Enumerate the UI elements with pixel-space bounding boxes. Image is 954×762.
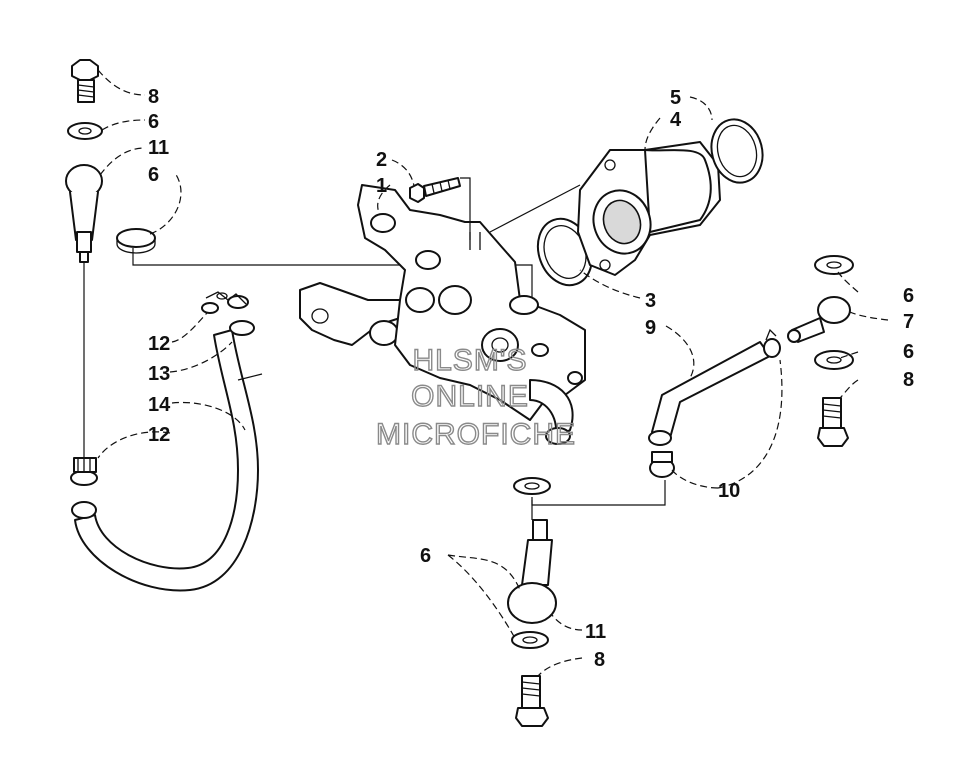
callout-6-bottom: 6 xyxy=(420,545,431,567)
callout-11-bottom: 11 xyxy=(585,621,606,643)
hose-clamp-lower xyxy=(70,457,98,486)
callouts: 8 6 11 6 12 13 14 12 2 1 3 5 4 9 6 7 6 8… xyxy=(148,86,914,671)
pump-housing-4 xyxy=(577,141,721,276)
clamp-10-lower xyxy=(649,451,675,478)
callout-5: 5 xyxy=(670,87,681,109)
oil-pump-body xyxy=(357,184,586,445)
callout-14: 14 xyxy=(148,394,171,416)
watermark-line-3: MICROFICHE xyxy=(376,418,576,451)
breather-hose-9 xyxy=(648,341,771,446)
callout-6-top: 6 xyxy=(148,111,159,133)
washer-top-left xyxy=(67,122,103,140)
callout-1: 1 xyxy=(376,175,387,197)
callout-8-top: 8 xyxy=(148,86,159,108)
screw-2 xyxy=(409,177,461,203)
callout-2: 2 xyxy=(376,149,387,171)
callout-6-right-top: 6 xyxy=(903,285,914,307)
washer-bottom-upper xyxy=(513,477,551,495)
callout-6-right-mid: 6 xyxy=(903,341,914,363)
washer-right-mid xyxy=(814,350,854,370)
callout-9: 9 xyxy=(645,317,656,339)
bolt-right-8 xyxy=(817,397,849,447)
callout-4: 4 xyxy=(670,109,682,131)
bolt-bottom-8 xyxy=(515,675,549,727)
watermark: HLSM'S ONLINE MICROFICHE xyxy=(375,343,576,451)
watermark-line-1: HLSM'S xyxy=(412,344,527,377)
banjo-fitting-bottom xyxy=(507,519,557,624)
o-ring-5 xyxy=(710,118,764,184)
clamp-10-upper xyxy=(763,328,781,358)
banjo-fitting-top xyxy=(65,164,103,263)
callout-12-top: 12 xyxy=(148,333,170,355)
leader-lines xyxy=(97,69,889,677)
fitting-7 xyxy=(787,296,851,343)
oil-hose xyxy=(71,320,263,592)
hose-clamp-upper xyxy=(201,291,249,314)
callout-8-bottom: 8 xyxy=(594,649,605,671)
washer-right-top xyxy=(814,255,854,275)
callout-12-bottom: 12 xyxy=(148,424,170,446)
banjo-bolt-top xyxy=(71,59,99,103)
callout-8-right: 8 xyxy=(903,369,914,391)
callout-13: 13 xyxy=(148,363,170,385)
oil-pump-bracket xyxy=(299,282,401,346)
washer-left xyxy=(116,228,156,254)
washer-bottom-lower xyxy=(511,631,549,649)
watermark-line-2: ONLINE xyxy=(411,380,529,413)
callout-7: 7 xyxy=(903,311,914,333)
callout-10: 10 xyxy=(718,480,740,502)
callout-6-left: 6 xyxy=(148,164,159,186)
callout-11-top: 11 xyxy=(148,137,169,159)
callout-3: 3 xyxy=(645,290,656,312)
